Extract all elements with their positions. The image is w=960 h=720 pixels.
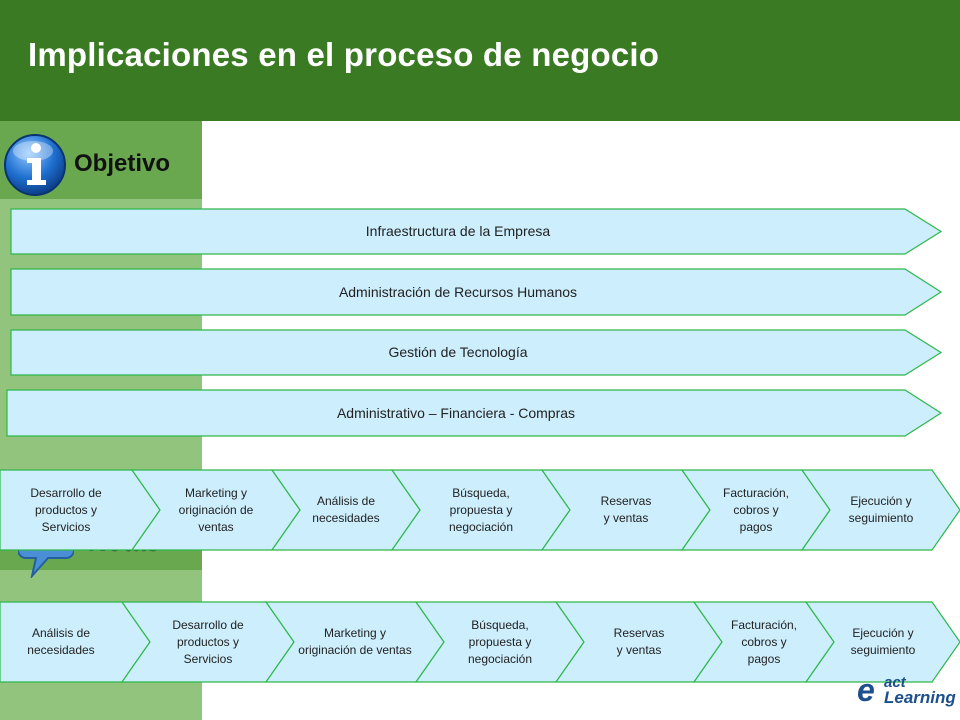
process-step-label: Ejecución y seguimiento	[830, 470, 932, 550]
process-step-label: Búsqueda, propuesta y negociación	[420, 470, 542, 550]
process-step-label-line: cobros y	[741, 634, 787, 649]
process-step-label-line: originación de ventas	[178, 502, 254, 534]
process-step-label: Reservas y ventas	[584, 602, 694, 682]
process-step-label-line: Servicios	[183, 651, 233, 666]
process-step-label-line: Marketing y	[323, 626, 387, 640]
process-chevron	[800, 469, 960, 551]
support-band	[10, 208, 943, 255]
process-step-label-line: Marketing y	[184, 485, 248, 500]
process-step-label: Análisis de necesidades	[0, 602, 122, 682]
process-step-label-line: seguimiento	[848, 511, 914, 525]
process-step-label-line: y ventas	[603, 511, 649, 525]
process-step-label: Marketing y originación de ventas	[160, 470, 272, 550]
process-step-label: Facturación, cobros y pagos	[722, 602, 806, 682]
logo-text-top: act	[884, 674, 906, 691]
process-step-label-line: necesidades	[312, 511, 380, 525]
support-band-label: Administrativo – Financiera - Compras	[336, 405, 576, 421]
process-step-label-line: Servicios	[41, 519, 91, 534]
process-step-label-line: Desarrollo de	[172, 617, 244, 632]
header-bar	[0, 0, 960, 121]
process-step-label-line: Búsqueda,	[471, 617, 529, 632]
support-band-label: Infraestructura de la Empresa	[365, 223, 551, 239]
page-title: Implicaciones en el proceso de negocio	[28, 36, 660, 73]
process-step-label-line: Desarrollo de	[30, 485, 102, 500]
process-step-label-line: originación de ventas	[298, 643, 412, 657]
objective-label: Objetivo	[74, 150, 171, 177]
process-step-label-line: Análisis de	[316, 494, 376, 508]
process-step-label-line: negociación	[448, 519, 514, 534]
process-step-label: Desarrollo de productos y Servicios	[150, 602, 266, 682]
process-step-label-line: cobros y	[733, 502, 779, 517]
process-step-label: Análisis de necesidades	[300, 470, 392, 550]
support-band	[10, 268, 943, 316]
process-chevron	[804, 601, 960, 683]
info-icon	[4, 134, 66, 196]
process-step-label-line: propuesta y	[449, 502, 513, 517]
process-step-label-line: Facturación,	[722, 485, 790, 500]
process-step-label: Marketing y originación de ventas	[294, 602, 416, 682]
process-step-label-line: Reservas	[600, 494, 652, 508]
logo-text-bottom: Learning	[884, 688, 956, 707]
process-step-label-line: productos y	[34, 502, 98, 517]
support-band	[6, 389, 943, 437]
process-step-label-line: pagos	[747, 651, 781, 666]
support-band-label: Gestión de Tecnología	[388, 344, 528, 360]
process-step-label: Ejecución y seguimiento	[834, 602, 932, 682]
process-step-label: Búsqueda, propuesta y negociación	[444, 602, 556, 682]
process-step-label-line: negociación	[467, 651, 533, 666]
process-step-label-line: Ejecución y	[852, 626, 914, 640]
process-step-label: Desarrollo de productos y Servicios	[0, 470, 132, 550]
process-step-label-line: propuesta y	[468, 634, 532, 649]
support-band	[10, 329, 943, 376]
process-step-label-line: pagos	[739, 519, 773, 534]
process-step-label-line: Análisis de	[31, 626, 91, 640]
logo-mark: e	[857, 672, 875, 708]
support-band-label: Administración de Recursos Humanos	[338, 284, 578, 300]
process-step-label-line: productos y	[176, 634, 240, 649]
process-step-label: Reservas y ventas	[570, 470, 682, 550]
process-step-label-line: Reservas	[613, 626, 665, 640]
process-step-label-line: Ejecución y	[850, 494, 912, 508]
process-step-label-line: y ventas	[616, 643, 662, 657]
process-step-label-line: Facturación,	[730, 617, 798, 632]
process-step-label-line: Búsqueda,	[452, 485, 510, 500]
process-step-label: Facturación, cobros y pagos	[710, 470, 802, 550]
process-step-label-line: seguimiento	[850, 643, 916, 657]
process-step-label-line: necesidades	[27, 643, 95, 657]
